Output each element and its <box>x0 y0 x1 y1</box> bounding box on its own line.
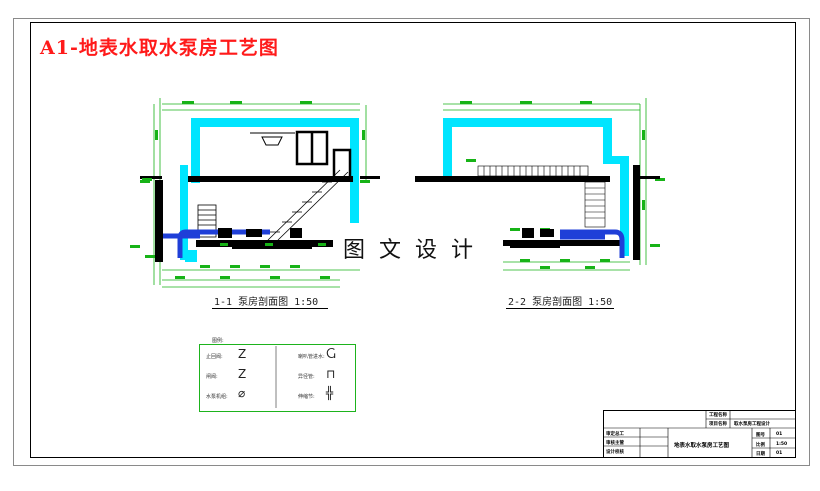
title-block: 工程名称 项目名称 取水泵房工程设计 审定总工 审核主管 设计校核 地表水取水泵… <box>603 410 796 458</box>
title-block-label-project: 项目名称 <box>709 422 727 427</box>
title-block-cell-drawing-no: 图号 <box>756 433 765 438</box>
drawing-title: A1-地表水取水泵房工艺图 <box>40 37 279 59</box>
title-block-label-engineering: 工程名称 <box>709 413 727 418</box>
legend-label-expansion-joint: 伸缩节: <box>298 394 315 400</box>
legend-label-check-valve: 止回阀: <box>206 354 223 360</box>
section-1-1-caption-underline <box>212 308 328 309</box>
section-1-1-valves <box>218 228 312 249</box>
title-block-value-scale: 1:50 <box>776 442 788 447</box>
title-block-row-chief: 审定总工 <box>606 432 624 437</box>
section-1-1-elevations <box>142 178 326 246</box>
legend-label-gate-valve: 闸阀: <box>206 374 218 380</box>
section-1-1 <box>130 98 380 288</box>
title-block-row-design: 设计校核 <box>606 450 624 455</box>
legend-header: 图例: <box>212 338 224 344</box>
section-1-1-caption: 1-1 泵房剖面图 1:50 <box>214 297 319 308</box>
title-block-drawing-name: 地表水取水泵房工艺图 <box>674 443 730 449</box>
title-block-project-name: 取水泵房工程设计 <box>734 422 770 427</box>
title-block-grid <box>603 410 796 458</box>
section-1-1-pipes <box>163 229 270 258</box>
gate-valve-icon: Z <box>238 367 247 381</box>
reducer-icon: ⊓ <box>326 367 336 381</box>
outer-frame <box>13 18 810 466</box>
section-1-1-dimensions <box>153 98 367 288</box>
section-2-2-caption: 2-2 泵房剖面图 1:50 <box>508 297 613 308</box>
section-2-2-caption-underline <box>506 308 614 309</box>
section-2-2-pipes <box>560 229 625 258</box>
title-block-cell-scale: 比例 <box>756 443 765 448</box>
section-1-1-stairs <box>197 169 349 241</box>
section-1-1-crane <box>250 132 295 146</box>
legend-label-reducer: 异径管: <box>298 374 315 380</box>
bell-inlet-icon: Ⴚ <box>326 347 336 361</box>
title-block-cell-date: 日期 <box>756 452 765 457</box>
title-block-value-drawing-no: 01 <box>776 432 783 437</box>
section-2-2 <box>415 98 665 271</box>
expansion-joint-icon: ╬ <box>326 386 334 400</box>
title-block-row-review: 审核主管 <box>606 441 624 446</box>
legend-table: 图例: 止回阀: Z 闸阀: Z 水泵机组: ⌀ 喇叭管进水: Ⴚ 异径管: ⊓… <box>199 338 356 412</box>
section-2-2-walls <box>443 118 629 256</box>
section-2-2-valves <box>510 228 560 248</box>
legend-label-bell-inlet: 喇叭管进水: <box>298 354 325 360</box>
section-1-1-cabinet <box>295 130 352 180</box>
legend-label-pump: 水泵机组: <box>206 394 228 400</box>
title-block-value-date: 01 <box>776 451 783 456</box>
watermark: 图文设计 <box>333 228 498 268</box>
pump-icon: ⌀ <box>238 386 246 400</box>
section-2-2-structure <box>415 165 660 260</box>
drawing-border <box>30 22 796 458</box>
check-valve-icon: Z <box>238 347 247 361</box>
section-1-1-walls <box>180 118 359 262</box>
section-2-2-crane-rail <box>477 165 606 228</box>
